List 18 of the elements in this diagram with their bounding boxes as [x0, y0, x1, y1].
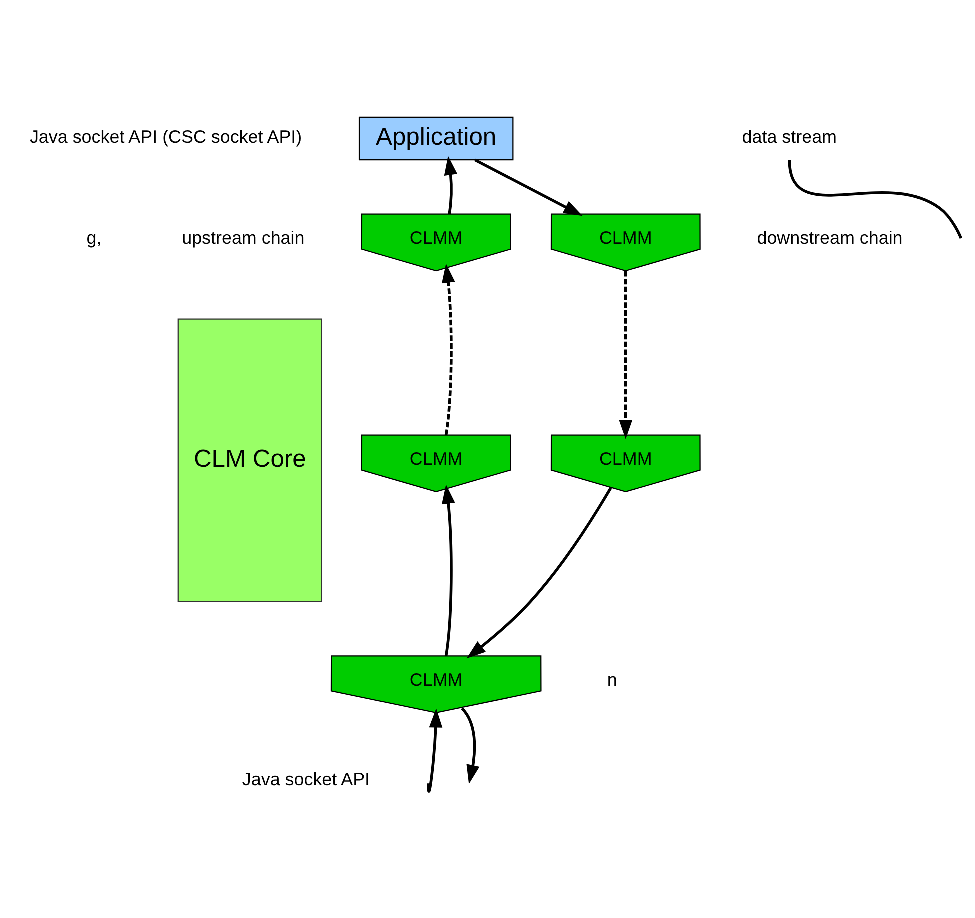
label: Java socket API	[242, 769, 370, 790]
label: Java socket API (CSC socket API)	[30, 126, 302, 147]
label: upstream chain	[182, 227, 305, 248]
arrow	[619, 270, 633, 439]
label: g,	[86, 227, 102, 248]
label: downstream chain	[757, 227, 903, 248]
arrow	[461, 707, 480, 784]
arrow	[427, 708, 443, 792]
node-box: CLM Core	[178, 318, 322, 602]
node-text: data stream	[742, 126, 837, 147]
arrow	[466, 486, 612, 658]
arrow	[474, 158, 583, 216]
connector	[788, 159, 962, 239]
arrow	[442, 263, 456, 435]
arrow	[442, 484, 456, 656]
label: n	[607, 669, 618, 690]
arrow	[444, 156, 458, 214]
node-box: Application	[358, 116, 514, 160]
